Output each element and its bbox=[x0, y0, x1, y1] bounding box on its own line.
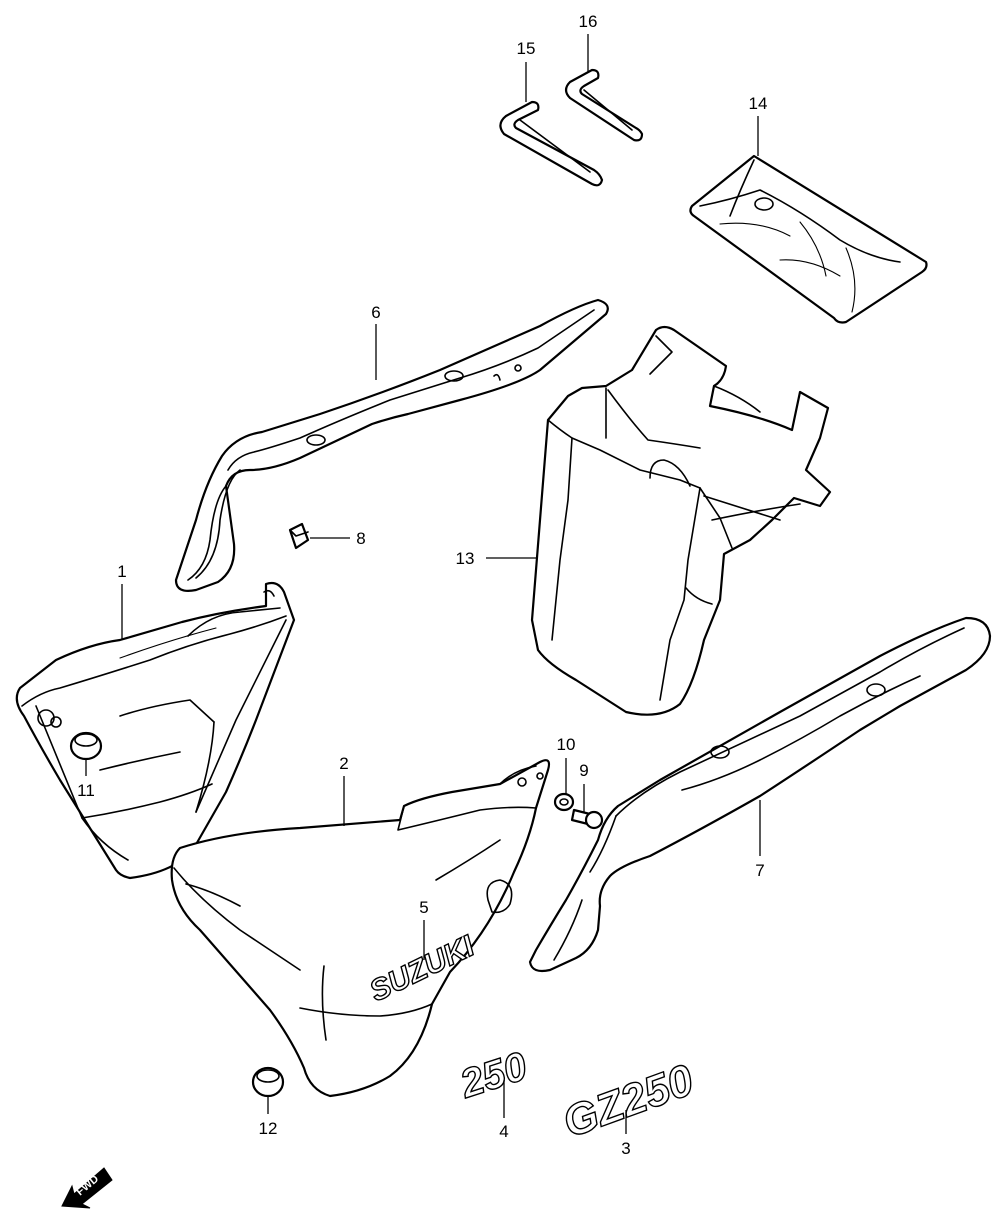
callout-15: 15 bbox=[517, 39, 536, 58]
frame-cover-part-7 bbox=[528, 616, 992, 973]
callout-numbers: 15 16 14 6 8 13 1 11 2 10 9 7 5 12 4 3 bbox=[77, 12, 767, 1158]
emblem-gz250-text: GZ250 bbox=[557, 1055, 701, 1147]
forward-arrow-icon: FWD bbox=[61, 1167, 113, 1209]
callout-12: 12 bbox=[259, 1119, 278, 1138]
grommet-part-11 bbox=[69, 731, 103, 761]
hex-key-part-16 bbox=[564, 68, 644, 142]
callout-1: 1 bbox=[117, 562, 126, 581]
callout-16: 16 bbox=[579, 12, 598, 31]
washer-part-10 bbox=[553, 792, 575, 812]
callout-4: 4 bbox=[499, 1122, 508, 1141]
callout-2: 2 bbox=[339, 754, 348, 773]
callout-8: 8 bbox=[356, 529, 365, 548]
tool-pouch-part-14 bbox=[689, 154, 928, 324]
frame-cover-part-1 bbox=[15, 581, 296, 880]
hex-key-part-15 bbox=[499, 100, 604, 187]
screw-part-9 bbox=[570, 808, 604, 830]
side-cover-part-2 bbox=[170, 759, 551, 1098]
callout-10: 10 bbox=[557, 735, 576, 754]
callout-14: 14 bbox=[749, 94, 768, 113]
emblem-250-part-4: 250 bbox=[454, 1043, 533, 1107]
frame-cover-part-6 bbox=[174, 298, 609, 592]
callout-3: 3 bbox=[621, 1139, 630, 1158]
emblem-gz250-part-3: GZ250 bbox=[556, 1054, 701, 1148]
callout-7: 7 bbox=[755, 861, 764, 880]
emblem-250-text: 250 bbox=[454, 1044, 532, 1107]
nut-part-8 bbox=[288, 522, 310, 550]
callout-13: 13 bbox=[456, 549, 475, 568]
grommet-part-12 bbox=[251, 1066, 285, 1098]
leader-lines bbox=[85, 34, 761, 1134]
callout-11: 11 bbox=[77, 781, 95, 800]
callout-9: 9 bbox=[579, 761, 588, 780]
callout-5: 5 bbox=[419, 898, 428, 917]
callout-6: 6 bbox=[371, 303, 380, 322]
inner-fender-part-13 bbox=[530, 325, 832, 716]
